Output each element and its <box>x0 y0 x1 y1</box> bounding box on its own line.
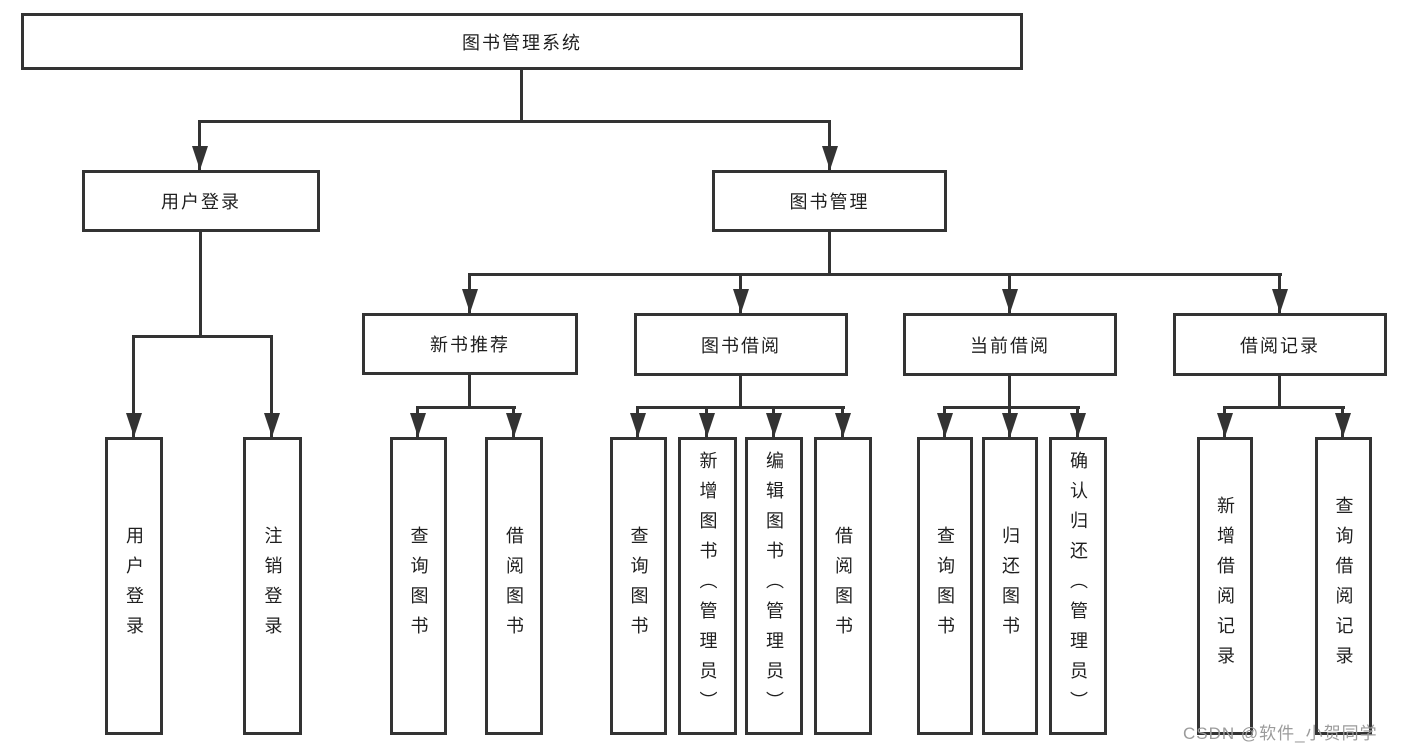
connector-line <box>1008 376 1011 406</box>
arrow-down-icon <box>630 413 646 437</box>
leaf-user-login-label: 用户登录 <box>124 526 144 646</box>
arrow-down-icon <box>506 413 522 437</box>
node-borrow-records-label: 借阅记录 <box>1240 335 1320 356</box>
connector-line <box>520 70 523 120</box>
connector-line <box>132 335 273 338</box>
leaf-return-books-label: 归还图书 <box>1000 526 1020 646</box>
node-new-book-recommend: 新书推荐 <box>362 313 578 375</box>
connector-line <box>828 232 831 273</box>
connector-line <box>1278 376 1281 406</box>
leaf-add-books-admin: 新增图书（管理员） <box>678 437 737 735</box>
arrow-down-icon <box>1002 289 1018 313</box>
arrow-down-icon <box>733 289 749 313</box>
leaf-user-login: 用户登录 <box>105 437 163 735</box>
node-current-borrowing: 当前借阅 <box>903 313 1117 376</box>
arrow-down-icon <box>699 413 715 437</box>
leaf-borrow-books: 借阅图书 <box>814 437 872 735</box>
node-root: 图书管理系统 <box>21 13 1023 70</box>
leaf-logout: 注销登录 <box>243 437 302 735</box>
leaf-borrow-books-label: 借阅图书 <box>833 526 853 646</box>
leaf-confirm-return-admin-label: 确认归还（管理员） <box>1068 451 1088 721</box>
connector-line <box>1223 406 1345 409</box>
watermark: CSDN @软件_小贺同学 <box>1183 724 1378 743</box>
node-user-login: 用户登录 <box>82 170 320 232</box>
leaf-query-books-borrowing: 查询图书 <box>610 437 667 735</box>
arrow-down-icon <box>1272 289 1288 313</box>
arrow-down-icon <box>937 413 953 437</box>
leaf-query-borrow-record: 查询借阅记录 <box>1315 437 1372 735</box>
connector-line <box>198 120 831 123</box>
arrow-down-icon <box>1070 413 1086 437</box>
leaf-borrow-books-recommend-label: 借阅图书 <box>504 526 524 646</box>
connector-line <box>468 375 471 406</box>
node-root-label: 图书管理系统 <box>462 32 582 53</box>
leaf-add-borrow-record-label: 新增借阅记录 <box>1215 496 1235 676</box>
node-book-management: 图书管理 <box>712 170 947 232</box>
connector-line <box>198 120 201 170</box>
arrow-down-icon <box>766 413 782 437</box>
leaf-edit-books-admin: 编辑图书（管理员） <box>745 437 803 735</box>
connector-line <box>270 335 273 437</box>
arrow-down-icon <box>1335 413 1351 437</box>
connector-line <box>468 273 1282 276</box>
leaf-confirm-return-admin: 确认归还（管理员） <box>1049 437 1107 735</box>
connector-line <box>199 232 202 335</box>
leaf-add-books-admin-label: 新增图书（管理员） <box>697 451 718 721</box>
arrow-down-icon <box>822 146 838 170</box>
arrow-down-icon <box>1217 413 1233 437</box>
connector-line <box>828 120 831 170</box>
connector-line <box>943 406 1080 409</box>
leaf-borrow-books-recommend: 借阅图书 <box>485 437 543 735</box>
connector-line <box>416 406 516 409</box>
leaf-logout-label: 注销登录 <box>262 526 283 646</box>
leaf-add-borrow-record: 新增借阅记录 <box>1197 437 1253 735</box>
leaf-query-books-recommend: 查询图书 <box>390 437 447 735</box>
leaf-edit-books-admin-label: 编辑图书（管理员） <box>764 451 784 721</box>
connector-line <box>636 406 845 409</box>
leaf-query-books-recommend-label: 查询图书 <box>408 526 429 646</box>
leaf-query-books-current-label: 查询图书 <box>935 526 955 646</box>
node-user-login-label: 用户登录 <box>161 192 241 212</box>
leaf-return-books: 归还图书 <box>982 437 1038 735</box>
node-book-borrowing-label: 图书借阅 <box>701 335 781 356</box>
node-new-book-recommend-label: 新书推荐 <box>430 335 510 355</box>
leaf-query-borrow-record-label: 查询借阅记录 <box>1333 496 1354 676</box>
connector-line <box>739 376 742 406</box>
arrow-down-icon <box>410 413 426 437</box>
arrow-down-icon <box>462 289 478 313</box>
leaf-query-books-borrowing-label: 查询图书 <box>628 526 649 646</box>
arrow-down-icon <box>835 413 851 437</box>
node-book-borrowing: 图书借阅 <box>634 313 848 376</box>
arrow-down-icon <box>126 413 142 437</box>
leaf-query-books-current: 查询图书 <box>917 437 973 735</box>
arrow-down-icon <box>192 146 208 170</box>
connector-line <box>132 335 135 437</box>
node-current-borrowing-label: 当前借阅 <box>970 335 1050 356</box>
node-book-management-label: 图书管理 <box>789 192 870 212</box>
arrow-down-icon <box>1002 413 1018 437</box>
arrow-down-icon <box>264 413 280 437</box>
node-borrow-records: 借阅记录 <box>1173 313 1387 376</box>
